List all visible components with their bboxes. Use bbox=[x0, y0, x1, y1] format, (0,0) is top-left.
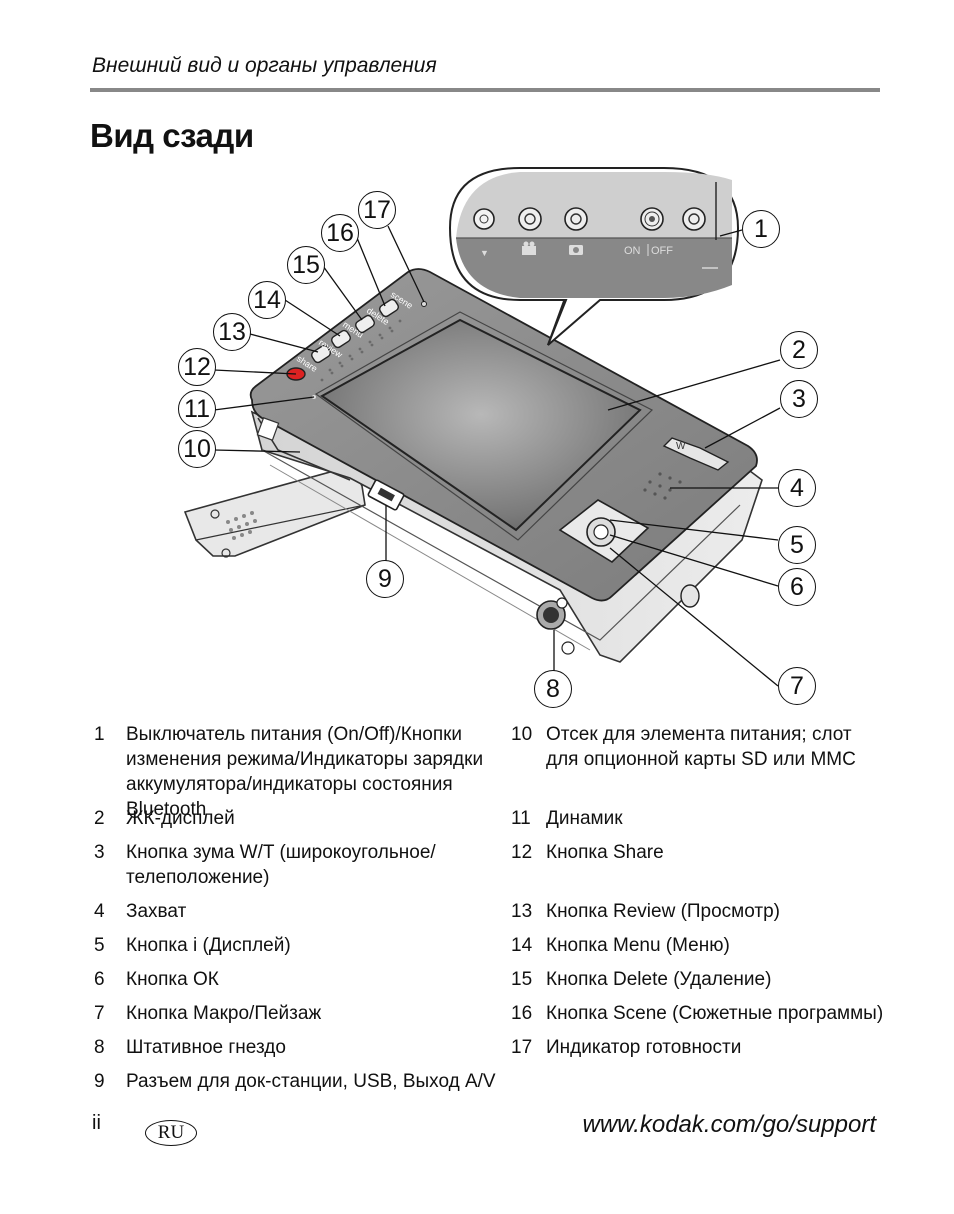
power-led bbox=[640, 207, 664, 231]
callout-6: 6 bbox=[778, 568, 816, 606]
legend-text: Кнопка i (Дисплей) bbox=[126, 935, 291, 956]
legend-text: Кнопка Scene (Сюжетные программы) bbox=[546, 1003, 884, 1024]
language-badge: RU bbox=[145, 1120, 197, 1146]
camera-mode-button[interactable] bbox=[564, 207, 588, 231]
video-icon bbox=[522, 241, 536, 255]
callout-4: 4 bbox=[778, 469, 816, 507]
strap-post bbox=[680, 584, 700, 608]
mode-switch-zoom-bubble: ▼ ON OFF bbox=[448, 167, 740, 346]
page-title: Вид сзади bbox=[90, 117, 254, 154]
off-label: OFF bbox=[651, 245, 673, 257]
power-button[interactable] bbox=[682, 207, 706, 231]
callout-2: 2 bbox=[780, 331, 818, 369]
mode-led-1 bbox=[473, 208, 495, 230]
review-button[interactable] bbox=[310, 344, 332, 364]
legend-text: Динамик bbox=[546, 808, 623, 829]
callout-7: 7 bbox=[778, 667, 816, 705]
tripod-socket bbox=[536, 597, 575, 655]
camera-icon bbox=[569, 245, 583, 255]
battery-door bbox=[183, 465, 366, 558]
zoom-rocker[interactable]: W bbox=[662, 437, 730, 471]
ready-light bbox=[421, 301, 427, 307]
callout-17: 17 bbox=[358, 191, 396, 229]
callout-leaders bbox=[213, 225, 781, 687]
callout-15: 15 bbox=[287, 246, 325, 284]
callout-11: 11 bbox=[178, 390, 216, 428]
callout-3: 3 bbox=[780, 380, 818, 418]
support-url[interactable]: www.kodak.com/go/support bbox=[582, 1111, 876, 1138]
down-arrow-icon: ▼ bbox=[480, 248, 489, 258]
header-section-title: Внешний вид и органы управления bbox=[92, 54, 437, 77]
camera-illustration: share review menu delete scene W bbox=[183, 167, 781, 687]
directional-pad[interactable] bbox=[558, 499, 650, 564]
callout-13: 13 bbox=[213, 313, 251, 351]
video-mode-button[interactable] bbox=[518, 207, 542, 231]
camera-figure: share review menu delete scene W bbox=[178, 167, 818, 708]
speaker-grille bbox=[320, 319, 402, 382]
legend-text: Кнопка Delete (Удаление) bbox=[546, 969, 772, 990]
legend-text: Штативное гнездо bbox=[126, 1037, 286, 1058]
callout-14: 14 bbox=[248, 281, 286, 319]
legend-text: Кнопка ОК bbox=[126, 969, 219, 990]
callout-16: 16 bbox=[321, 214, 359, 252]
legend-text: Разъем для док-станции, USB, Выход A/V bbox=[126, 1071, 496, 1092]
page-number: ii bbox=[92, 1112, 101, 1134]
callout-8: 8 bbox=[534, 670, 572, 708]
legend-text: Выключатель питания (On/Off)/Кнопки изме… bbox=[126, 724, 484, 820]
legend-text: Кнопка Share bbox=[546, 842, 664, 863]
legend-text: Кнопка Menu (Меню) bbox=[546, 935, 730, 956]
scene-button[interactable] bbox=[378, 298, 400, 318]
legend-text: Кнопка зума W/T (широкоугольное/телеполо… bbox=[126, 842, 436, 888]
callout-1: 1 bbox=[742, 210, 780, 248]
callout-12: 12 bbox=[178, 348, 216, 386]
zoom-label: W bbox=[676, 441, 686, 452]
dock-connector bbox=[367, 479, 405, 511]
legend-text: Кнопка Макро/Пейзаж bbox=[126, 1003, 322, 1024]
lcd-display bbox=[320, 318, 642, 532]
legend-text: Отсек для элемента питания; слот для опц… bbox=[546, 724, 856, 770]
callout-5: 5 bbox=[778, 526, 816, 564]
grip-dots bbox=[643, 472, 682, 500]
legend-text: ЖК-дисплей bbox=[126, 808, 235, 829]
callout-9: 9 bbox=[366, 560, 404, 598]
legend-text: Захват bbox=[126, 901, 187, 922]
legend-text: Кнопка Review (Просмотр) bbox=[546, 901, 780, 922]
header-divider bbox=[90, 88, 880, 92]
legend-text: Индикатор готовности bbox=[546, 1037, 742, 1058]
callout-10: 10 bbox=[178, 430, 216, 468]
on-label: ON bbox=[624, 245, 641, 257]
